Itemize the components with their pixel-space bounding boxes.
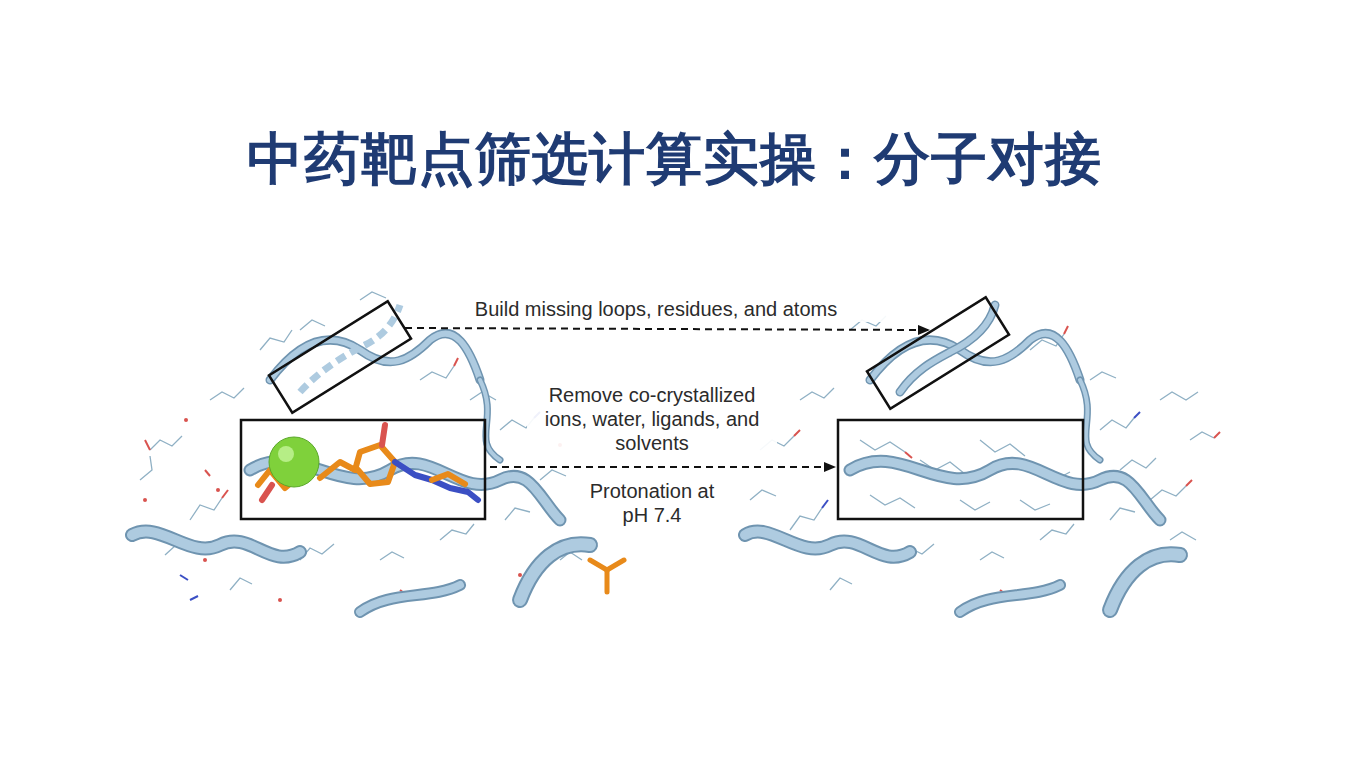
ion-sphere: [269, 437, 319, 487]
step-label: Remove co-crystallized ions, water, liga…: [527, 382, 777, 456]
solvent-molecule: [590, 560, 624, 592]
ribbon: [745, 305, 1180, 612]
step-label: Protonation at pH 7.4: [577, 478, 727, 528]
ribbon: [132, 334, 590, 612]
step-label: Build missing loops, residues, and atoms: [416, 296, 896, 322]
slide-title: 中药靶点筛选计算实操：分子对接: [0, 122, 1349, 198]
water-marks: [143, 418, 562, 602]
process-arrow: [405, 328, 928, 467]
ion-highlight: [278, 446, 294, 462]
ligand: [258, 425, 478, 500]
missing-loop: [300, 305, 400, 392]
